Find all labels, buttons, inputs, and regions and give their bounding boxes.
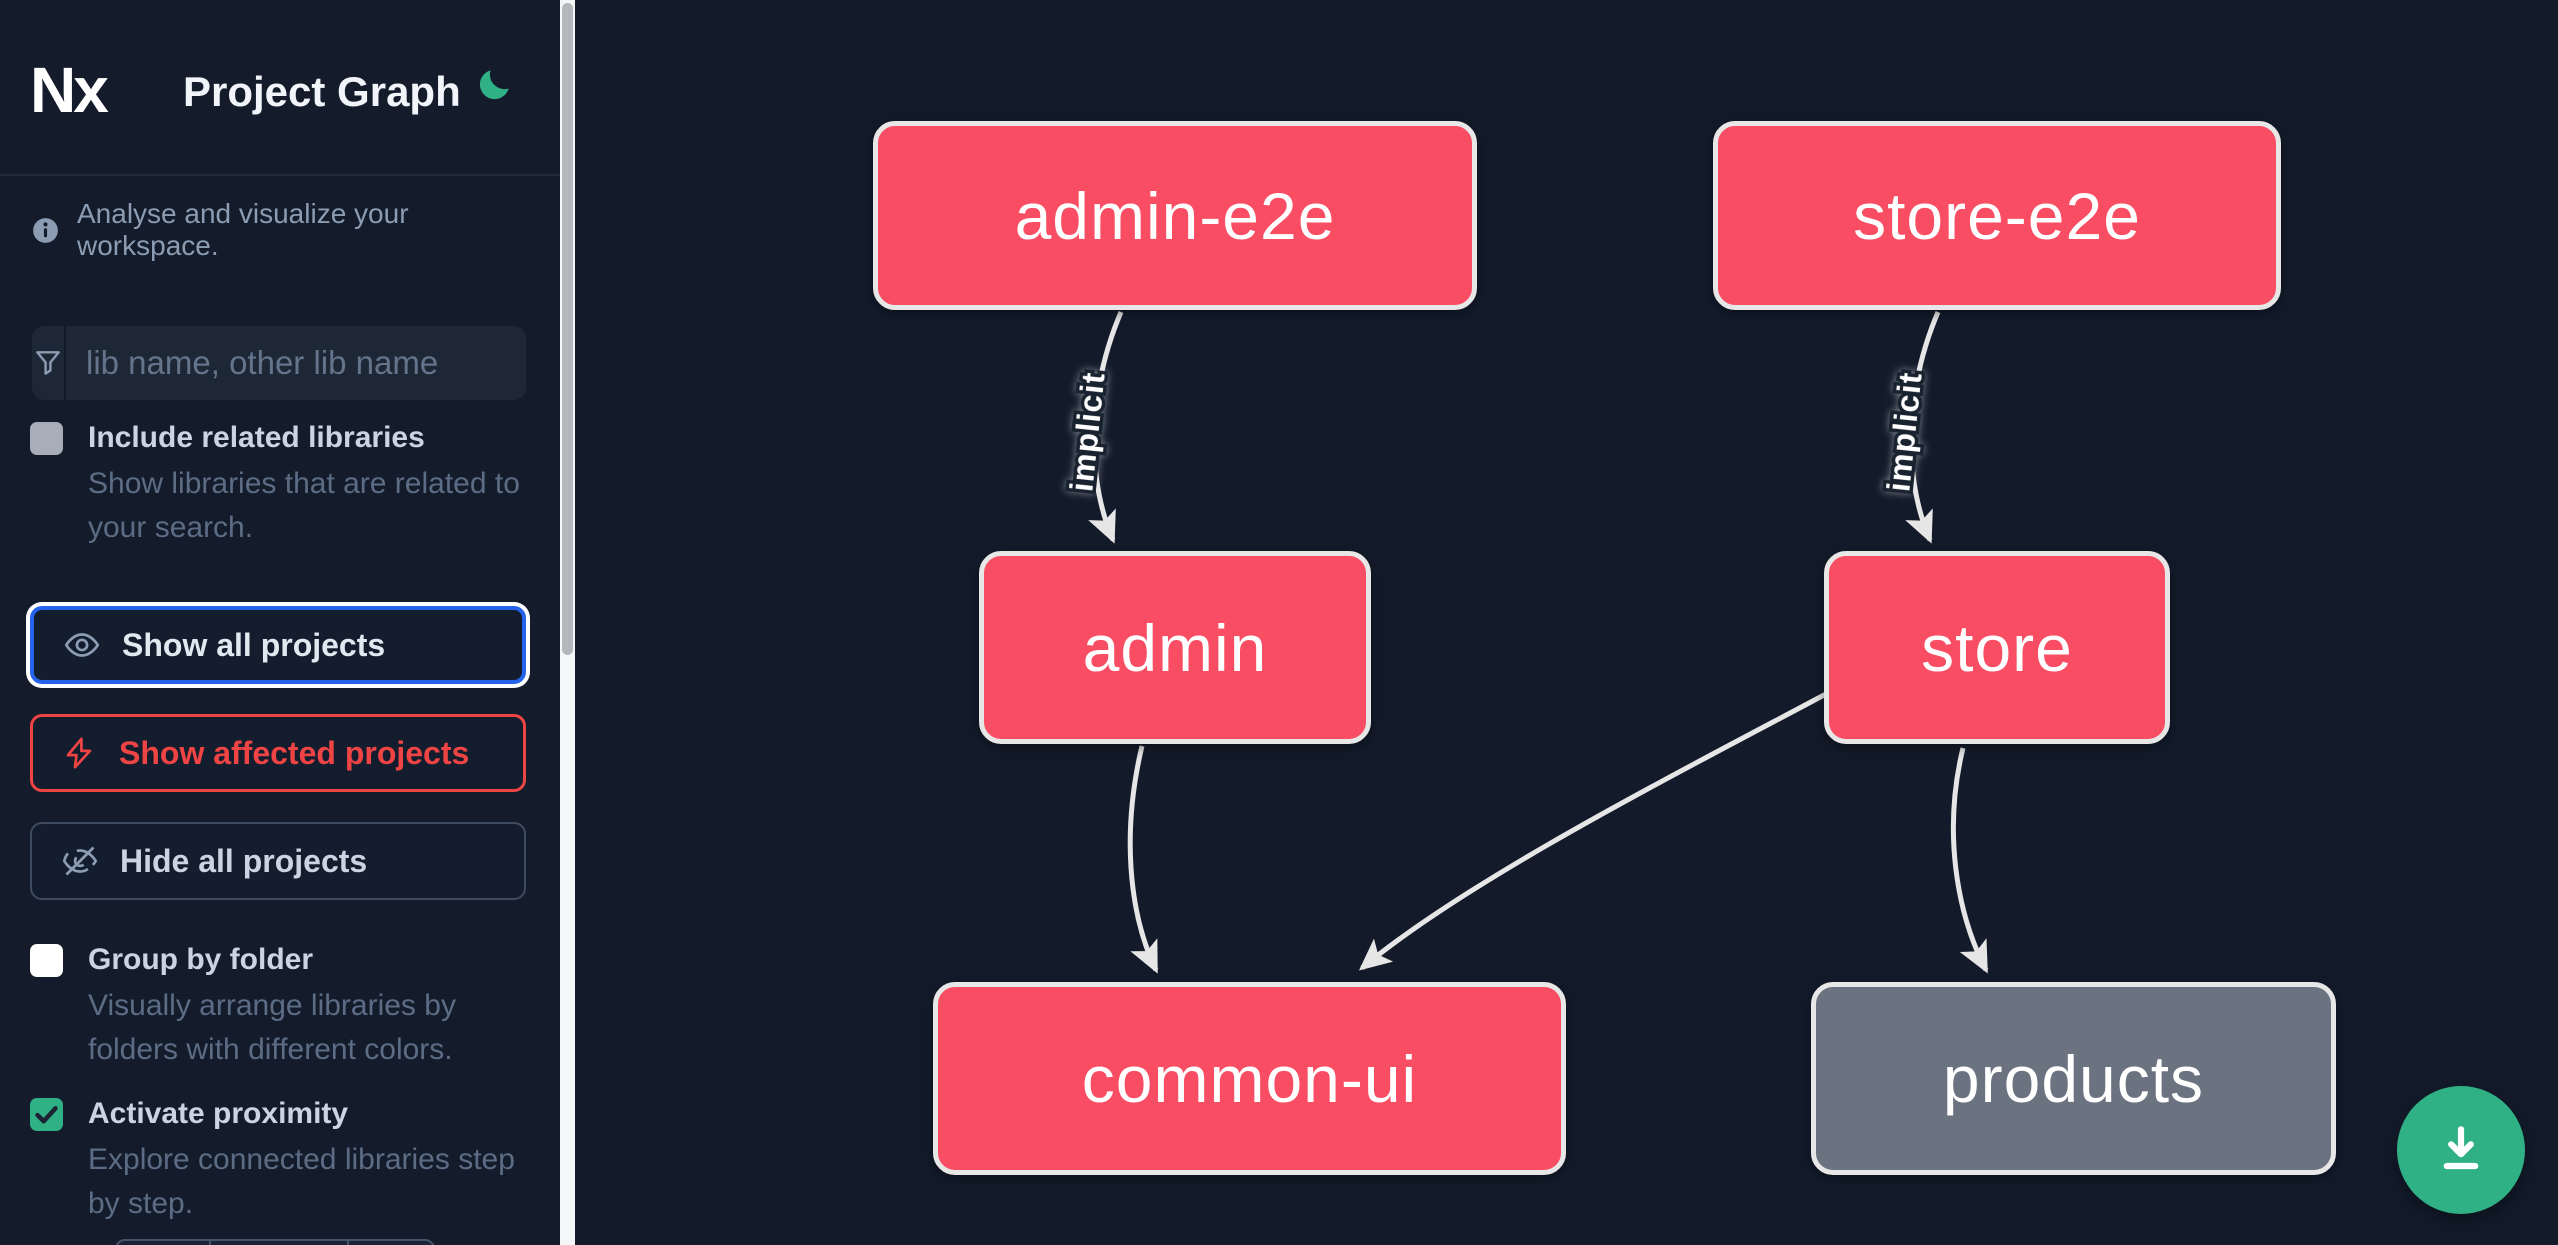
bolt-icon xyxy=(66,737,92,769)
info-icon xyxy=(33,217,58,243)
check-icon xyxy=(35,1106,58,1124)
toggle-description: Show libraries that are related to your … xyxy=(88,467,520,544)
stepper-increment[interactable] xyxy=(347,1241,433,1245)
download-icon xyxy=(2443,1126,2479,1170)
graph-node-common-ui[interactable]: common-ui xyxy=(933,982,1566,1175)
eye-off-icon xyxy=(62,846,98,876)
toggle-label: Include related libraries xyxy=(88,421,425,454)
search-input[interactable] xyxy=(66,326,526,400)
graph-node-store-e2e[interactable]: store-e2e xyxy=(1713,121,2281,310)
filter-funnel-icon xyxy=(32,326,66,400)
checkbox-activate-proximity[interactable] xyxy=(30,1098,63,1131)
nx-logo: Nx xyxy=(30,54,126,126)
show-all-projects-button[interactable]: Show all projects xyxy=(30,606,526,684)
stepper-decrement[interactable] xyxy=(117,1241,209,1245)
info-text: Analyse and visualize your workspace. xyxy=(77,198,409,261)
download-graph-button[interactable] xyxy=(2397,1086,2525,1214)
nx-logo-text: Nx xyxy=(30,54,109,126)
graph-node-products[interactable]: products xyxy=(1811,982,2336,1175)
toggle-label: Activate proximity xyxy=(88,1097,349,1130)
graph-node-store[interactable]: store xyxy=(1824,551,2170,744)
eye-icon xyxy=(64,633,100,657)
workspace-info: Analyse and visualize your workspace. xyxy=(32,198,532,262)
toggle-group-by-folder[interactable]: Group by folder Visually arrange librari… xyxy=(30,942,530,1072)
toggle-include-related[interactable]: Include related libraries Show libraries… xyxy=(30,420,530,550)
page-title: Project Graph xyxy=(183,68,461,115)
scrollbar-thumb[interactable] xyxy=(562,3,573,655)
button-label: Show all projects xyxy=(122,626,386,663)
depth-stepper[interactable] xyxy=(115,1239,435,1245)
toggle-description: Explore connected libraries step by step… xyxy=(88,1143,515,1220)
graph-node-admin[interactable]: admin xyxy=(979,551,1371,744)
moon-icon xyxy=(479,69,509,99)
button-label: Hide all projects xyxy=(120,842,368,879)
toggle-activate-proximity[interactable]: Activate proximity Explore connected lib… xyxy=(30,1096,530,1226)
toggle-label: Group by folder xyxy=(88,943,313,976)
checkbox-include-related[interactable] xyxy=(30,422,63,455)
search-box xyxy=(32,326,526,400)
sidebar-header: Nx Project Graph xyxy=(0,0,560,176)
stepper-value xyxy=(208,1241,347,1245)
button-label: Show affected projects xyxy=(119,734,470,771)
graph-node-admin-e2e[interactable]: admin-e2e xyxy=(873,121,1477,310)
show-affected-projects-button[interactable]: Show affected projects xyxy=(30,714,526,792)
theme-toggle-button[interactable] xyxy=(472,64,516,108)
sidebar-scrollbar[interactable] xyxy=(560,0,575,1245)
toggle-description: Visually arrange libraries by folders wi… xyxy=(88,989,456,1066)
sidebar: Nx Project Graph Analyse and visualize y… xyxy=(0,0,560,1245)
hide-all-projects-button[interactable]: Hide all projects xyxy=(30,822,526,900)
checkbox-group-by-folder[interactable] xyxy=(30,944,63,977)
